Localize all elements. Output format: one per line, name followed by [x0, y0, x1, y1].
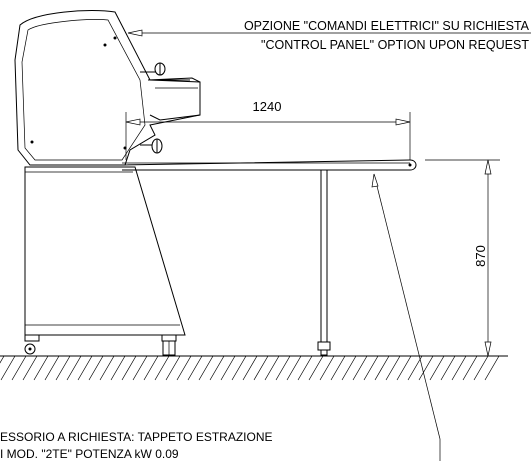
hopper-assembly [147, 77, 201, 121]
accessory-leader [371, 173, 441, 461]
dimension-1240-label: 1240 [253, 99, 282, 114]
dimension-table-height [425, 159, 500, 357]
front-caster [24, 334, 40, 355]
machine-base [24, 166, 186, 336]
control-panel-note-en: "CONTROL PANEL" OPTION UPON REQUEST [261, 38, 529, 52]
control-panel-leader [127, 29, 531, 37]
dimension-870-label: 870 [473, 245, 488, 267]
lower-handwheel [140, 138, 163, 154]
accessory-note-line2: I MOD. "2TE" POTENZA kW 0.09 [0, 447, 179, 461]
control-panel-note-it: OPZIONE "COMANDI ELETTRICI" SU RICHIESTA [244, 19, 530, 33]
conveyor-support-leg [317, 169, 331, 356]
accessory-note-line1: ESSORIO A RICHIESTA: TAPPETO ESTRAZIONE [0, 430, 273, 444]
floor-line [0, 355, 508, 381]
dimension-conveyor-length [125, 112, 411, 160]
upper-handwheel [140, 62, 166, 76]
extraction-conveyor [121, 159, 417, 171]
rear-caster [161, 334, 177, 356]
